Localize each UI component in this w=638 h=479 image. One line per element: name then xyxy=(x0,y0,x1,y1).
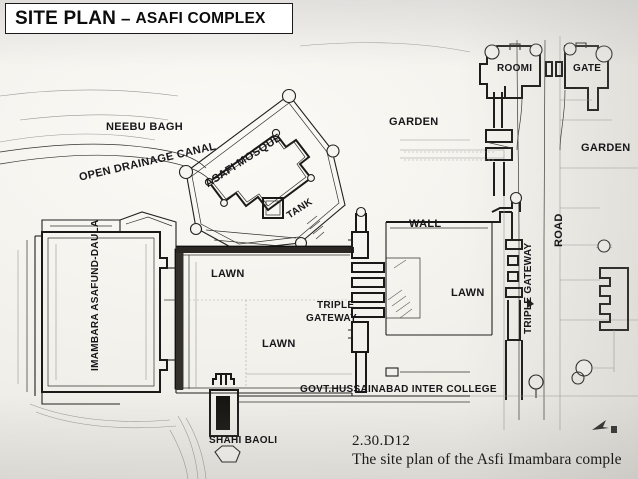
label-garden-left: GARDEN xyxy=(389,116,439,128)
label-triple-line1: TRIPLE xyxy=(317,300,355,311)
title-dash: – xyxy=(121,8,131,28)
label-triple-gateway-right: TRIPLE GATEWAY xyxy=(523,242,534,334)
slide-title-box: SITE PLAN – ASAFI COMPLEX xyxy=(5,3,293,34)
central-connector xyxy=(160,267,176,361)
open-drainage-canal xyxy=(0,114,211,181)
figure-number: 2.30.D12 xyxy=(352,433,411,449)
roomi-gate xyxy=(479,42,613,151)
label-lawn-2: LAWN xyxy=(262,338,296,350)
figure-caption: 2.30.D12 The site plan of the Asfi Imamb… xyxy=(352,432,622,469)
label-lawn-1: LAWN xyxy=(211,268,245,280)
main-courtyard-walls xyxy=(174,245,354,394)
label-garden-right: GARDEN xyxy=(581,142,631,154)
asafi-mosque-complex xyxy=(178,88,346,251)
triple-gateway-center xyxy=(348,206,421,393)
label-road: ROAD xyxy=(553,213,565,247)
scan-artifacts xyxy=(0,42,471,97)
north-arrow-icon xyxy=(592,420,617,433)
label-triple-line2: GATEWAY xyxy=(306,313,357,324)
garden-faint-lines xyxy=(400,99,600,281)
east-lawn-enclosure xyxy=(385,211,512,336)
title-main: SITE PLAN xyxy=(15,7,117,29)
label-roomi: ROOMI xyxy=(497,63,533,74)
label-imambara-asafund-daula: IMAMBARA ASAFUND-DAULA xyxy=(90,219,101,371)
label-gate: GATE xyxy=(573,63,602,74)
triple-gateway-right xyxy=(491,191,534,400)
college-boundary xyxy=(238,367,638,403)
crenellated-structure-east xyxy=(575,239,629,377)
road xyxy=(400,36,638,430)
title-sub: ASAFI COMPLEX xyxy=(135,9,266,27)
label-neebu-bagh: NEEBU BAGH xyxy=(106,121,183,133)
label-shahi-baoli: SHAHI BAOLI xyxy=(209,435,278,446)
shahi-baoli xyxy=(169,373,241,479)
label-lawn-3: LAWN xyxy=(451,287,485,299)
road-structures-north xyxy=(485,92,513,196)
figure-description: The site plan of the Asfi Imambara compl… xyxy=(352,451,622,468)
label-govt-hussainabad-inter-college: GOVT.HUSSAINABAD INTER COLLEGE xyxy=(300,384,497,395)
label-wall: WALL xyxy=(409,218,442,230)
